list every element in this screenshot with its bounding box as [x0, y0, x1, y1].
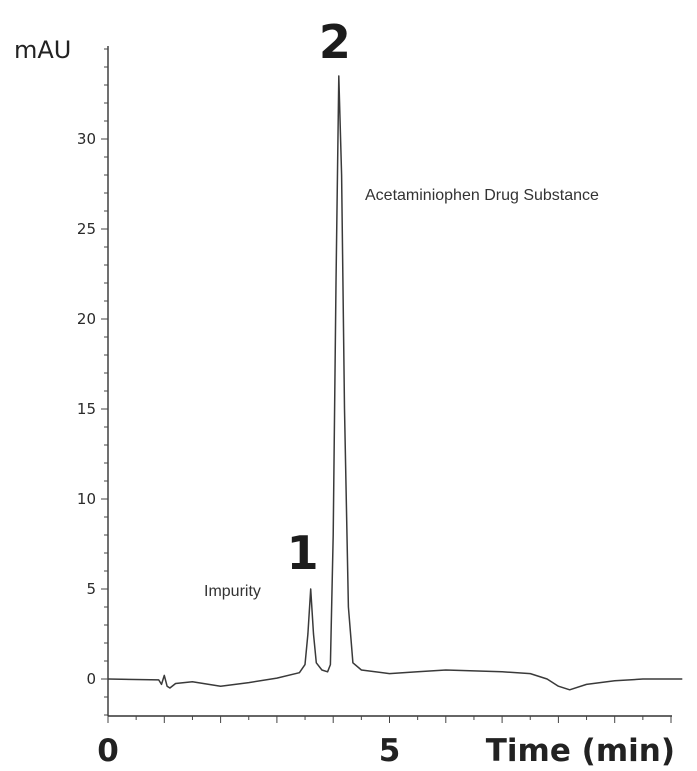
peak-label-impurity: Impurity	[204, 583, 261, 600]
y-tick-label: 10	[77, 490, 96, 508]
tick-marks: 0 5 10 15 20 25 30 0 5	[77, 48, 672, 769]
x-tick-label: 5	[379, 733, 401, 769]
peak-number-1: 1	[287, 526, 319, 580]
y-tick-label: 5	[86, 580, 96, 598]
axes: mAU Time (min)	[14, 36, 675, 769]
y-axis-label: mAU	[14, 36, 71, 64]
y-tick-label: 15	[77, 400, 96, 418]
chromatogram-trace	[107, 75, 683, 691]
y-tick-label: 0	[86, 670, 96, 688]
y-tick-label: 30	[77, 130, 96, 148]
trace-group	[107, 75, 683, 691]
x-axis-label: Time (min)	[486, 733, 675, 769]
x-tick-label: 0	[97, 733, 119, 769]
y-tick-label: 20	[77, 310, 96, 328]
y-tick-label: 25	[77, 220, 96, 238]
peak-label-acetaminophen: Acetaminiophen Drug Substance	[365, 187, 599, 204]
peak-number-2: 2	[319, 15, 351, 69]
